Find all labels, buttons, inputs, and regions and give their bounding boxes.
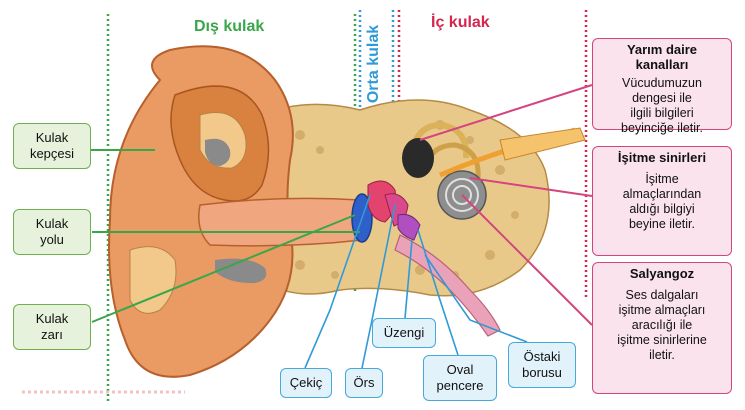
cartilage-lower <box>129 246 177 314</box>
eardrum-label: Kulak zarı <box>13 304 91 350</box>
auditory-nerves-title: İşitme sinirleri <box>617 150 707 165</box>
auditory-nerves-desc: İşitme almaçlarından aldığı bilgiyi beyi… <box>622 171 702 231</box>
semicircular-canals-desc: Vücudumuzun dengesi ile ilgili bilgileri… <box>621 75 703 135</box>
nerve-bundle <box>499 127 586 161</box>
hammer-label: Çekiç <box>280 368 332 398</box>
ear-canal-label: Kulak yolu <box>13 209 91 255</box>
cochlea-desc: Ses dalgaları işitme almaçları aracılığı… <box>617 287 707 362</box>
vestibule <box>402 138 434 178</box>
inner-ear-heading: İç kulak <box>431 14 490 31</box>
leader-eustachian <box>424 254 528 343</box>
ear-canal <box>198 197 363 247</box>
cochlea-title: Salyangoz <box>629 266 695 281</box>
semicircular-canals-box: Yarım daire kanalları Vücudumuzun denges… <box>592 38 732 135</box>
auditory-nerves-box: İşitme sinirleri İşitme almaçlarından al… <box>592 146 732 256</box>
leader-eardrum <box>91 214 356 323</box>
cochlea-box: Salyangoz Ses dalgaları işitme almaçları… <box>592 262 732 394</box>
leader-stirrup <box>404 239 413 319</box>
stirrup-bone <box>397 214 421 241</box>
cartilage-gray-2 <box>215 258 267 284</box>
eustachian-tube <box>394 234 501 337</box>
leader-canals <box>419 84 593 141</box>
leader-cochlea <box>461 194 593 326</box>
auricle-label: Kulak kepçesi <box>13 123 91 169</box>
leader-oval-window <box>417 229 459 356</box>
stirrup-label: Üzengi <box>372 318 436 348</box>
oval-window-label: Oval pencere <box>423 355 497 401</box>
cartilage-gray-1 <box>205 138 231 166</box>
semicircular-canals-title: Yarım daire kanalları <box>626 42 698 72</box>
outer-ear-heading: Dış kulak <box>194 18 265 35</box>
eustachian-tube-label: Östaki borusu <box>508 342 576 388</box>
leader-hammer <box>304 194 371 369</box>
anvil-label: Örs <box>345 368 383 398</box>
leader-nerves <box>469 177 593 197</box>
middle-ear-heading: Orta kulak <box>365 24 382 104</box>
